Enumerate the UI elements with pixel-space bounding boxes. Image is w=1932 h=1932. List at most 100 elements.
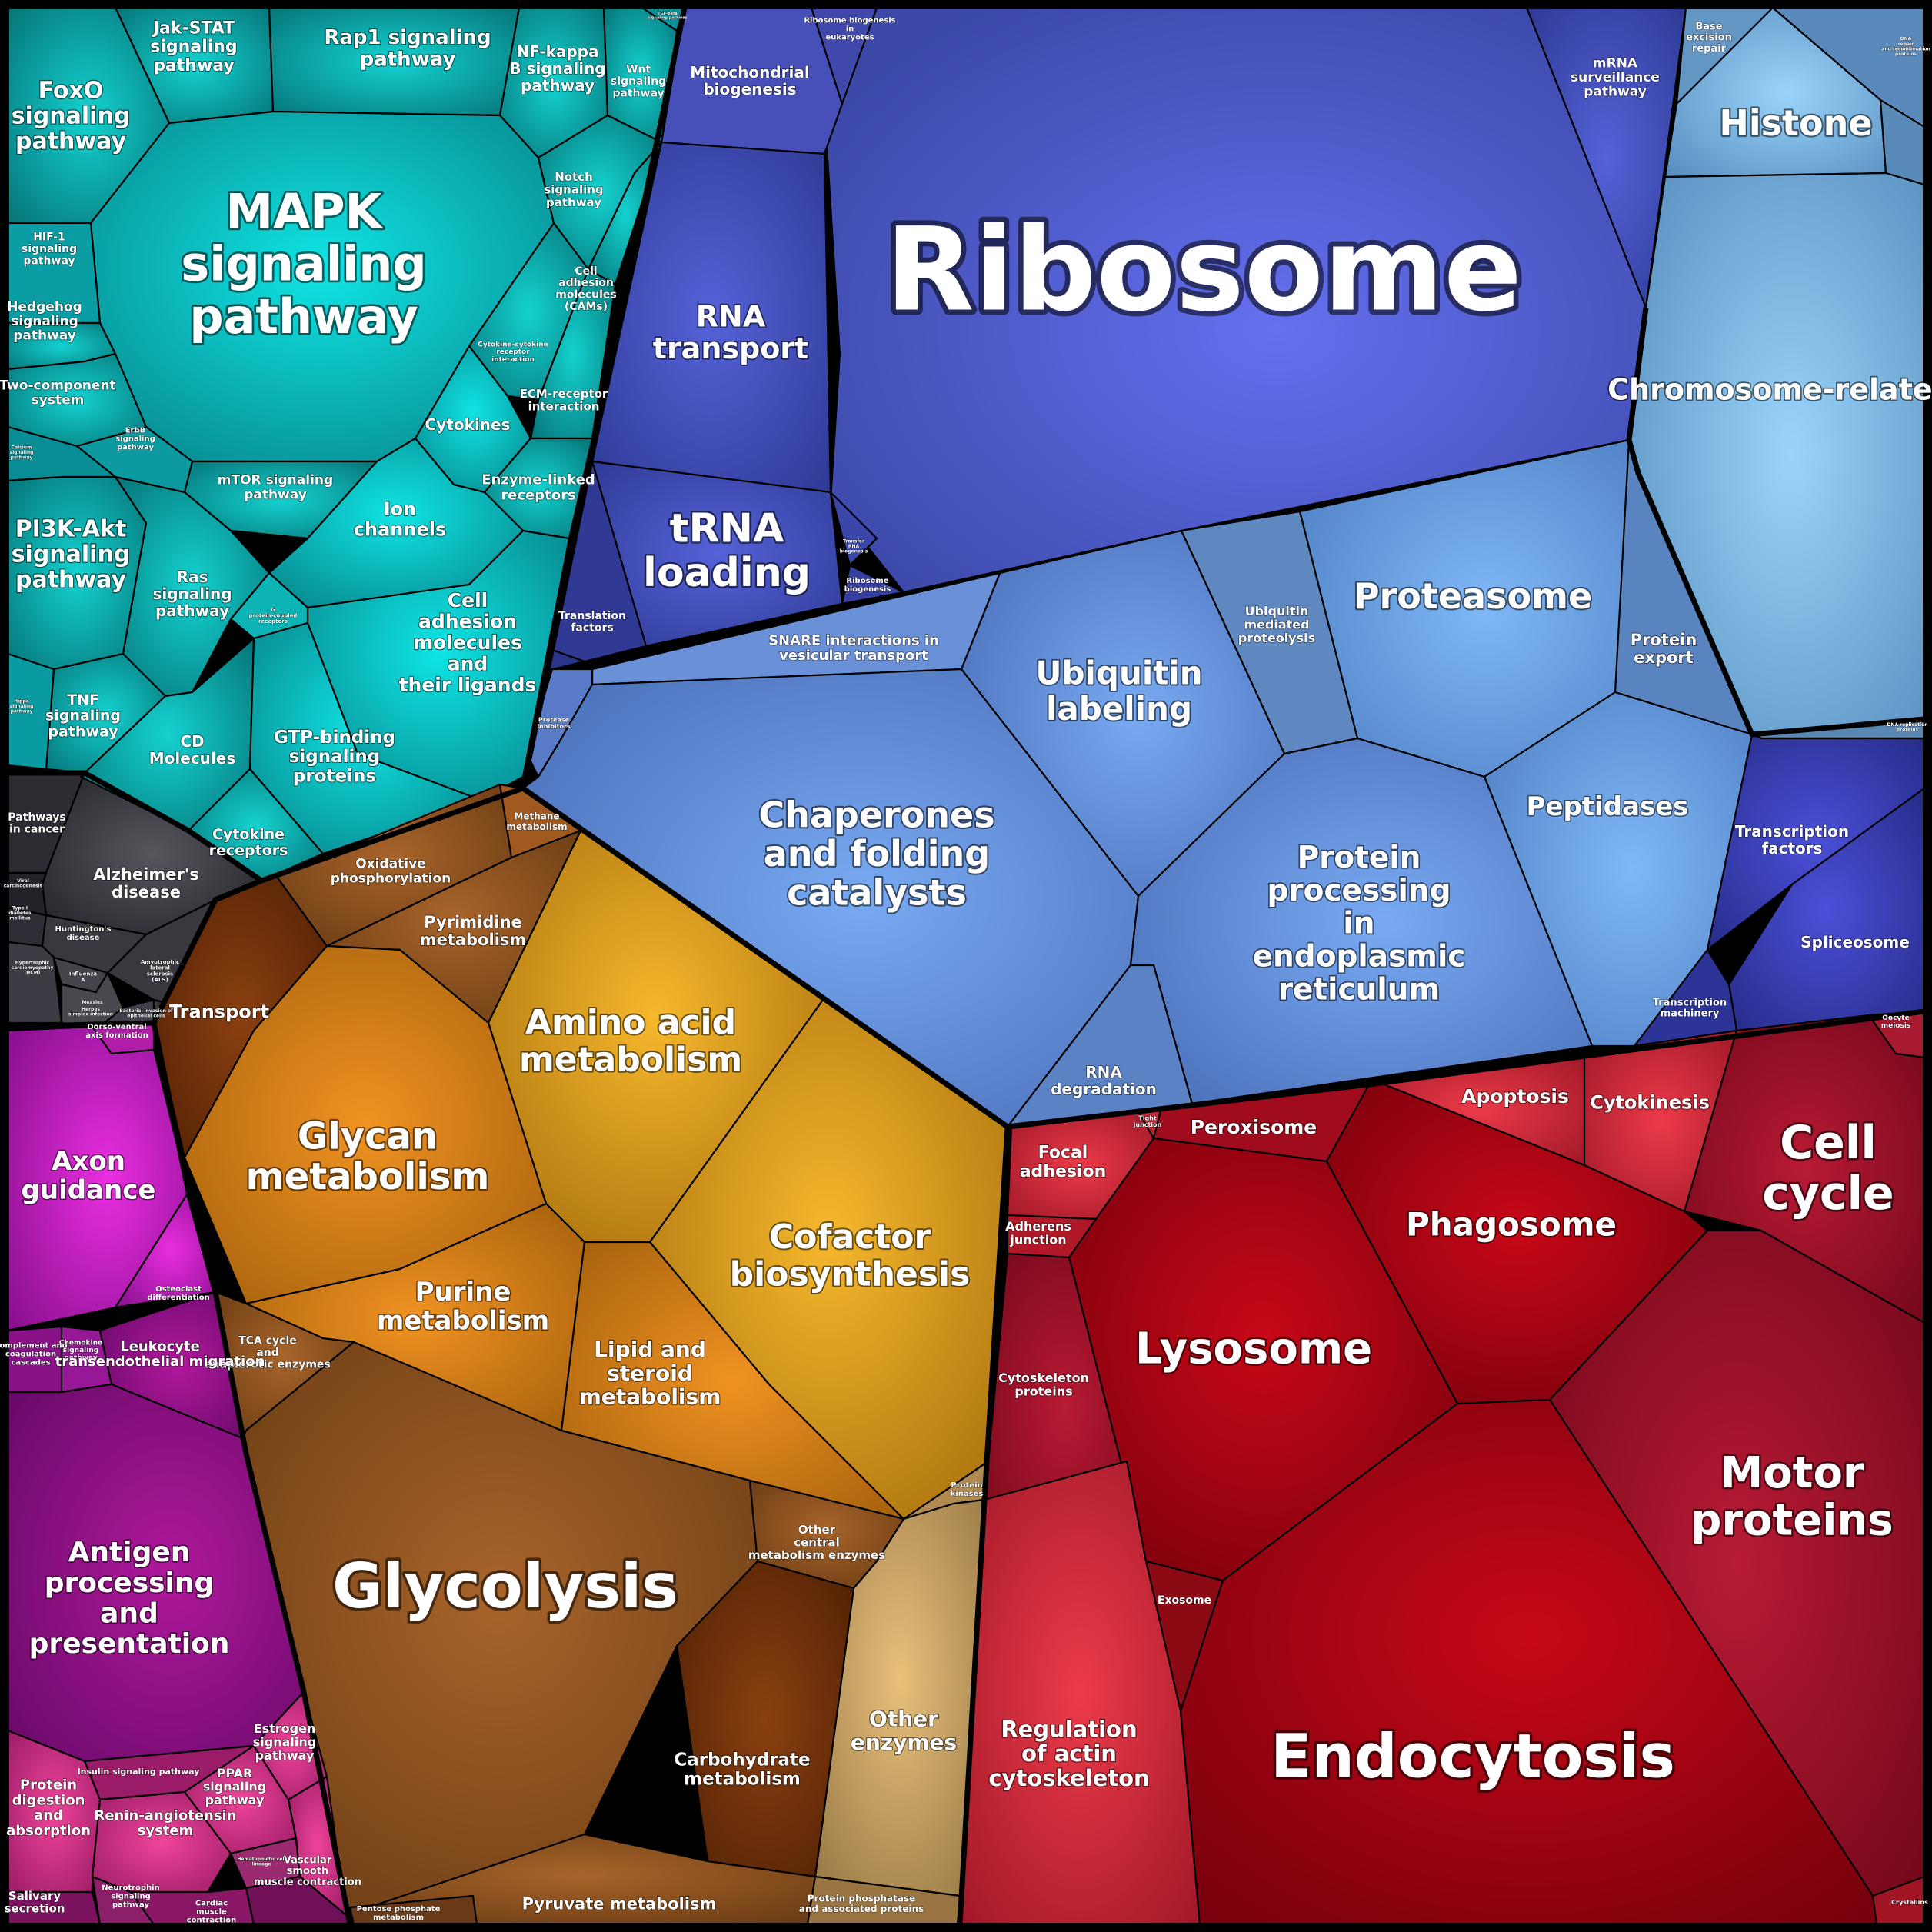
cell-ecm-receptor[interactable] <box>529 268 617 440</box>
cell-ribosome-biogenesis-small[interactable] <box>841 564 905 605</box>
label-peroxisome: Peroxisome <box>1191 1116 1317 1138</box>
label-spliceosome: Spliceosome <box>1800 933 1910 951</box>
label-cytokinesis: Cytokinesis <box>1590 1091 1710 1113</box>
label-transport: Transport <box>169 1001 269 1022</box>
label-histone: Histone <box>1719 102 1872 144</box>
label-glycolysis: Glycolysis <box>332 1551 678 1622</box>
label-exosome: Exosome <box>1158 1594 1211 1607</box>
group-cellular-processes <box>958 1010 1926 1926</box>
group-protein-fate <box>521 438 1754 1128</box>
label-crystallins: Crystallins <box>1891 1899 1928 1906</box>
label-endocytosis: Endocytosis <box>1271 1722 1675 1791</box>
cell-axon-guidance[interactable] <box>6 1025 190 1332</box>
cell-ras[interactable] <box>114 475 271 698</box>
group-metabolism <box>152 783 1009 1926</box>
label-ribosome: Ribosome <box>885 204 1522 338</box>
label-chromosome: Chromosome-related <box>1607 372 1932 406</box>
label-lysosome: Lysosome <box>1135 1324 1372 1374</box>
label-insulin: Insulin signaling pathway <box>78 1767 200 1777</box>
group-signaling <box>6 6 686 882</box>
cell-gpcr[interactable] <box>229 571 309 640</box>
cell-mtor[interactable] <box>183 460 378 540</box>
label-proteasome: Proteasome <box>1354 575 1592 617</box>
cell-transfer-rna[interactable] <box>829 491 878 567</box>
group-genetic-information <box>537 6 1687 675</box>
label-measles: Measles <box>82 1000 103 1005</box>
